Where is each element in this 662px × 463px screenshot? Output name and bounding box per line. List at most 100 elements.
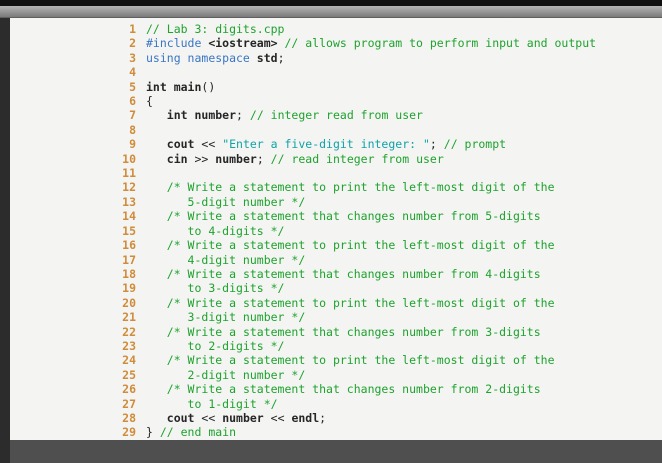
code-token: <iostream> xyxy=(208,36,278,51)
code-text: to 1-digit */ xyxy=(146,397,278,411)
code-token xyxy=(146,382,167,396)
line-number: 29 xyxy=(122,425,136,440)
line-number: 13 xyxy=(122,194,136,209)
code-token: ; xyxy=(277,50,285,65)
code-token xyxy=(146,267,167,281)
code-token xyxy=(146,195,188,209)
code-token: 4-digit number */ xyxy=(187,252,306,267)
line-number: 7 xyxy=(129,108,136,123)
code-line: 22 /* Write a statement that changes num… xyxy=(110,325,662,339)
line-number: 1 xyxy=(129,22,136,36)
window-top-bar xyxy=(0,0,662,6)
code-token: << xyxy=(194,410,223,425)
code-line: 18 /* Write a statement that changes num… xyxy=(110,267,662,281)
code-line: 24 /* Write a statement to print the lef… xyxy=(110,353,662,367)
code-token: int main xyxy=(146,79,202,94)
code-token: /* Write a statement to print the left-m… xyxy=(166,238,555,253)
code-token: ; xyxy=(429,137,444,152)
line-number: 16 xyxy=(122,238,136,253)
code-line: 15 to 4-digits */ xyxy=(110,224,662,238)
code-token: { xyxy=(146,94,153,109)
code-token: 5-digit number */ xyxy=(187,194,306,209)
line-number: 20 xyxy=(122,295,136,310)
code-line: 9 cout << "Enter a five-digit integer: "… xyxy=(110,137,662,151)
code-token: to 3-digits */ xyxy=(187,281,285,296)
code-text: cout << "Enter a five-digit integer: "; … xyxy=(146,137,506,151)
code-text: /* Write a statement to print the left-m… xyxy=(146,238,555,252)
code-token xyxy=(146,353,167,367)
code-token xyxy=(146,108,167,122)
code-token xyxy=(146,209,167,223)
code-line: 20 /* Write a statement to print the lef… xyxy=(110,296,662,310)
code-token: // end main xyxy=(159,425,237,440)
code-line: 29} // end main xyxy=(110,425,662,439)
code-line: 19 to 3-digits */ xyxy=(110,281,662,295)
line-number: 21 xyxy=(122,310,136,325)
code-text: /* Write a statement to print the left-m… xyxy=(146,353,555,367)
code-text: using namespace std; xyxy=(146,51,285,65)
code-text: cin >> number; // read integer from user xyxy=(146,152,444,166)
code-token: () xyxy=(201,79,216,94)
code-token: number xyxy=(215,151,257,166)
code-token: /* Write a statement that changes number… xyxy=(166,266,541,281)
code-text: to 2-digits */ xyxy=(146,339,285,353)
code-token: << xyxy=(263,410,292,425)
code-token: 3-digit number */ xyxy=(187,310,306,325)
code-line: 23 to 2-digits */ xyxy=(110,339,662,353)
code-token: 2-digit number */ xyxy=(187,367,306,382)
code-token: ; xyxy=(236,108,250,123)
code-token xyxy=(146,368,188,382)
line-number: 22 xyxy=(122,324,136,339)
code-token: endl xyxy=(291,410,320,425)
line-number: 9 xyxy=(129,137,136,152)
code-line: 26 /* Write a statement that changes num… xyxy=(110,382,662,396)
code-text: 5-digit number */ xyxy=(146,194,306,209)
line-number: 23 xyxy=(122,338,136,353)
code-line: 1 // Lab 3: digits.cpp xyxy=(110,22,662,36)
code-line: 27 to 1-digit */ xyxy=(110,397,662,411)
code-text: /* Write a statement that changes number… xyxy=(146,325,541,339)
code-token xyxy=(146,325,167,339)
code-token xyxy=(146,339,188,353)
toolbar-strip xyxy=(0,6,662,18)
line-number: 10 xyxy=(122,151,136,166)
code-line: 17 4-digit number */ xyxy=(110,253,662,267)
page-left-margin xyxy=(0,18,10,463)
code-token: using xyxy=(146,50,188,65)
code-token: std xyxy=(256,50,278,65)
code-token: to 1-digit */ xyxy=(187,396,278,411)
code-token: // allows program to perform input and o… xyxy=(277,36,597,51)
code-line: 21 3-digit number */ xyxy=(110,310,662,324)
line-number: 14 xyxy=(122,209,136,224)
code-token xyxy=(146,224,188,238)
line-number: 17 xyxy=(122,252,136,267)
code-token xyxy=(146,137,167,151)
code-token: /* Write a statement to print the left-m… xyxy=(166,295,555,310)
code-token: /* Write a statement to print the left-m… xyxy=(166,180,555,195)
line-number: 25 xyxy=(122,367,136,382)
code-text: { xyxy=(146,94,153,108)
code-token: // Lab 3: digits.cpp xyxy=(146,22,285,36)
line-number: 8 xyxy=(129,122,136,137)
code-token: cin xyxy=(166,151,188,166)
code-line: 13 5-digit number */ xyxy=(110,195,662,209)
code-text: to 4-digits */ xyxy=(146,223,285,238)
code-token xyxy=(146,281,188,295)
code-token: cout xyxy=(166,137,195,152)
code-token xyxy=(146,310,188,324)
code-line: 28 cout << number << endl; xyxy=(110,411,662,425)
line-number: 6 xyxy=(129,94,136,109)
code-token xyxy=(146,411,167,425)
line-number: 26 xyxy=(122,382,136,397)
code-text: int number; // integer read from user xyxy=(146,108,423,122)
code-token: << xyxy=(194,137,223,152)
code-text: /* Write a statement that changes number… xyxy=(146,382,541,396)
code-token: // integer read from user xyxy=(249,108,423,123)
code-token: to 4-digits */ xyxy=(187,223,285,238)
code-token: ; xyxy=(256,151,271,166)
code-token: #include xyxy=(146,36,209,51)
line-number: 11 xyxy=(122,166,136,181)
line-number: 24 xyxy=(122,353,136,368)
